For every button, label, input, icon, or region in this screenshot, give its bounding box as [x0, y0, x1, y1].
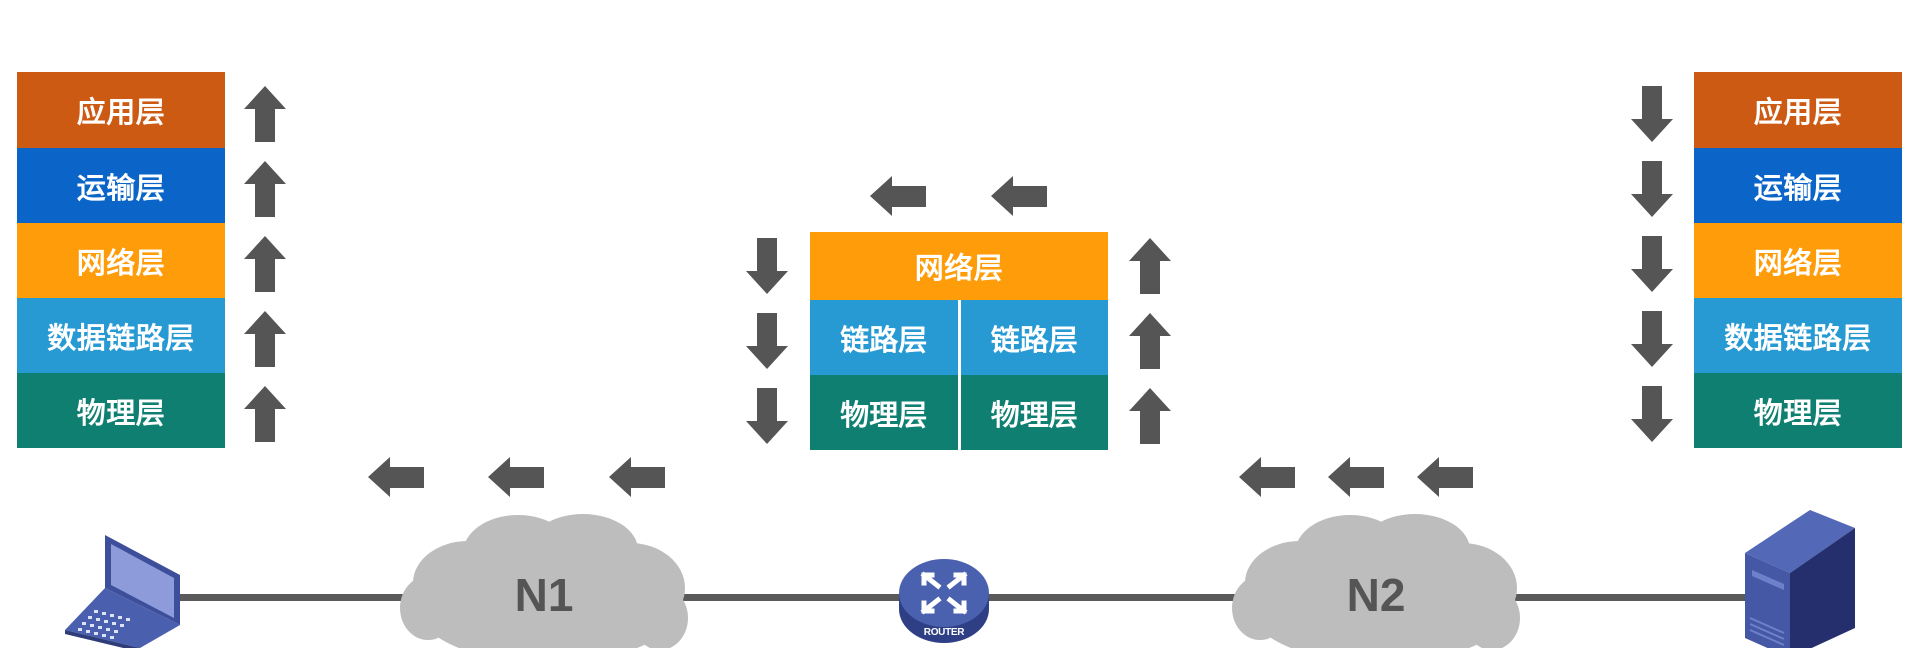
router-datalink-row: 链路层 链路层: [810, 300, 1108, 375]
right-physical-layer: 物理层: [1694, 373, 1902, 448]
router-label: ROUTER: [923, 627, 965, 638]
network-n1-cloud: N1: [398, 508, 690, 648]
arrow-up-icon: [1129, 238, 1171, 294]
arrow-down-icon: [1631, 236, 1673, 292]
laptop-icon: [60, 530, 185, 648]
subtitle-caption-clipped: [0, 632, 1908, 648]
layer-label: 物理层: [76, 395, 166, 430]
link-n1-to-router: [680, 594, 905, 601]
layer-label: 链路层: [840, 322, 928, 357]
arrow-left-icon: [609, 457, 665, 497]
right-host-protocol-stack: 应用层 运输层 网络层 数据链路层 物理层: [1694, 72, 1902, 448]
arrow-left-icon: [991, 176, 1047, 216]
arrow-left-icon: [1328, 457, 1384, 497]
arrow-down-icon: [746, 388, 788, 444]
left-network-layer: 网络层: [17, 223, 225, 298]
left-transport-layer: 运输层: [17, 148, 225, 223]
arrow-up-icon: [244, 236, 286, 292]
arrow-down-icon: [746, 238, 788, 294]
network-label: N2: [1346, 569, 1406, 621]
layer-label: 数据链路层: [1724, 320, 1872, 355]
router-port2-physical-layer: 物理层: [957, 375, 1109, 450]
layer-label: 物理层: [990, 397, 1078, 432]
arrow-left-icon: [488, 457, 544, 497]
arrow-up-icon: [244, 161, 286, 217]
link-n2-to-server: [1515, 594, 1755, 601]
server-icon: [1740, 498, 1860, 648]
arrow-up-icon: [244, 86, 286, 142]
left-physical-layer: 物理层: [17, 373, 225, 448]
right-application-layer: 应用层: [1694, 72, 1902, 148]
layer-label: 网络层: [914, 251, 1004, 285]
arrow-down-icon: [1631, 386, 1673, 442]
arrow-up-icon: [244, 386, 286, 442]
layer-label: 运输层: [1753, 170, 1843, 205]
layer-label: 应用层: [76, 95, 166, 129]
arrow-up-icon: [1129, 388, 1171, 444]
router-network-layer: 网络层: [810, 232, 1108, 300]
cloud-icon: [1232, 514, 1520, 648]
arrow-down-icon: [1631, 161, 1673, 217]
layer-label: 数据链路层: [47, 320, 195, 355]
layer-label: 网络层: [76, 245, 166, 280]
layer-label: 运输层: [76, 170, 166, 205]
left-datalink-layer: 数据链路层: [17, 298, 225, 373]
router-physical-row: 物理层 物理层: [810, 375, 1108, 450]
arrow-down-icon: [1631, 311, 1673, 367]
arrow-up-icon: [1129, 313, 1171, 369]
right-network-layer: 网络层: [1694, 223, 1902, 298]
layer-label: 物理层: [840, 397, 928, 432]
layer-label: 链路层: [990, 322, 1078, 357]
arrow-down-icon: [1631, 86, 1673, 142]
cloud-icon: [400, 514, 688, 648]
left-host-protocol-stack: 应用层 运输层 网络层 数据链路层 物理层: [17, 72, 225, 448]
router-icon: ROUTER: [898, 553, 990, 648]
arrow-left-icon: [368, 457, 424, 497]
router-port2-datalink-layer: 链路层: [957, 300, 1109, 375]
arrow-left-icon: [1239, 457, 1295, 497]
layer-label: 网络层: [1753, 245, 1843, 280]
layer-label: 物理层: [1753, 395, 1843, 430]
arrow-up-icon: [244, 311, 286, 367]
right-transport-layer: 运输层: [1694, 148, 1902, 223]
network-n2-cloud: N2: [1230, 508, 1522, 648]
arrow-left-icon: [870, 176, 926, 216]
arrow-down-icon: [746, 313, 788, 369]
network-label: N1: [514, 569, 574, 621]
right-datalink-layer: 数据链路层: [1694, 298, 1902, 373]
link-router-to-n2: [985, 594, 1241, 601]
router-protocol-stack: 网络层 链路层 链路层 物理层 物理层: [810, 232, 1108, 450]
layer-label: 应用层: [1753, 95, 1843, 129]
arrow-left-icon: [1417, 457, 1473, 497]
router-port1-datalink-layer: 链路层: [810, 300, 958, 375]
router-port1-physical-layer: 物理层: [810, 375, 958, 450]
link-laptop-to-n1: [178, 594, 418, 601]
left-application-layer: 应用层: [17, 72, 225, 148]
